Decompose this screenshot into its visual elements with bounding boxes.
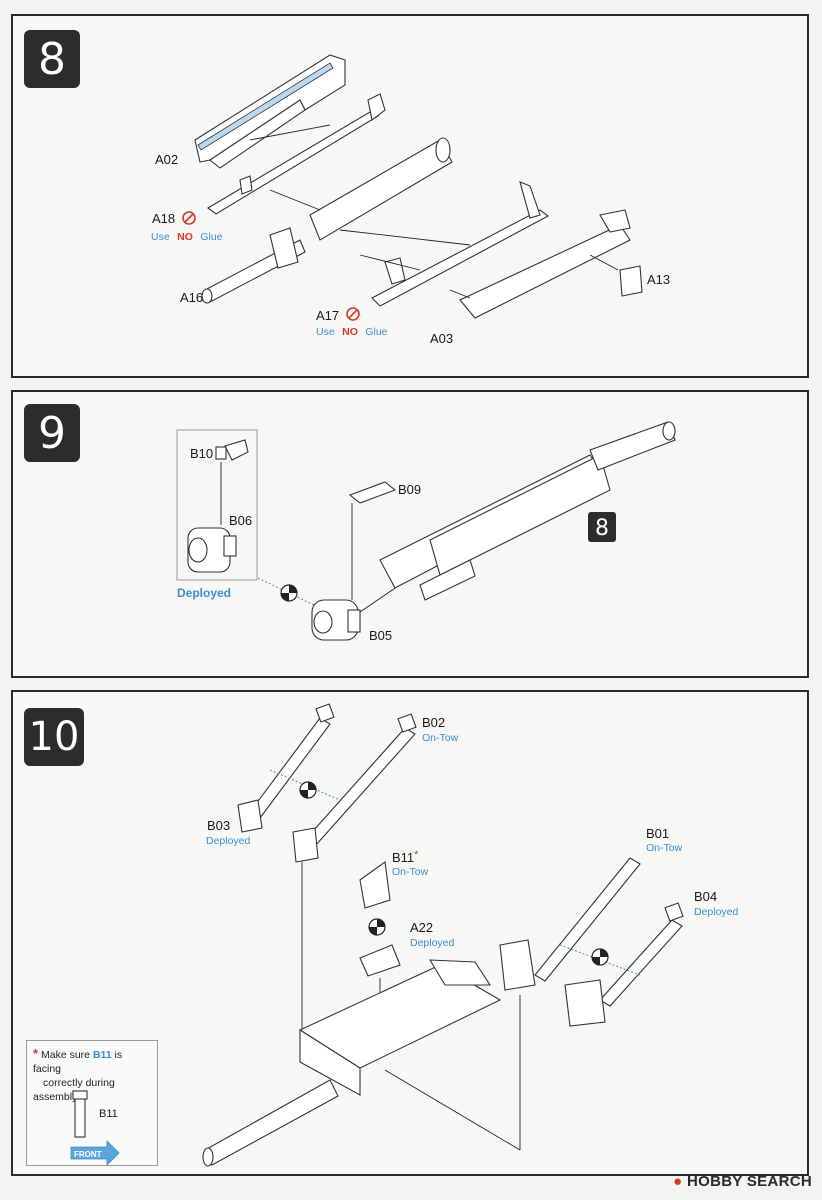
note-part-label: B11 (99, 1108, 118, 1120)
part-a16-barrel (201, 137, 453, 304)
label-a16: A16 (180, 290, 203, 305)
note-line1-post: is facing (33, 1049, 123, 1075)
label-a03: A03 (430, 331, 453, 346)
note-star: * (33, 1046, 39, 1061)
front-label: FRONT (74, 1150, 102, 1159)
no-glue-icon-a17 (346, 307, 360, 321)
step-8-arrows (249, 124, 619, 299)
no-glue-note-a18: Use NO Glue (151, 227, 223, 244)
no-glue-icon-a18 (182, 211, 196, 225)
part-a03-lower (371, 181, 631, 319)
step-8-panel: 8 (11, 14, 809, 378)
watermark-icon: ● (673, 1173, 683, 1190)
no-glue-note-a17: Use NO Glue (316, 322, 388, 339)
note-line1-part: B11 (92, 1049, 112, 1061)
label-a17: A17 (316, 308, 339, 323)
step-9-panel: 9 (11, 390, 809, 678)
part-a13-clip (619, 265, 643, 297)
note-line1-pre: Make sure (40, 1049, 91, 1061)
step-9-badge: 9 (24, 404, 80, 462)
label-a02: A02 (155, 152, 178, 167)
orientation-note: * Make sure B11 is facing correctly duri… (26, 1040, 158, 1166)
note-line2: correctly during assembly (33, 1077, 115, 1103)
note-b11-drawing: FRONT B11 (70, 1090, 120, 1166)
watermark-text: HOBBY SEARCH (686, 1173, 812, 1190)
step-10-badge: 10 (24, 708, 84, 766)
part-a02-cover (194, 54, 346, 169)
front-arrow-icon (70, 1140, 120, 1166)
label-a18: A18 (152, 211, 175, 226)
watermark-logo: ● HOBBY SEARCH (673, 1173, 812, 1190)
step-8-badge: 8 (24, 30, 80, 88)
part-a18-rail (207, 93, 386, 215)
label-a13: A13 (647, 272, 670, 287)
